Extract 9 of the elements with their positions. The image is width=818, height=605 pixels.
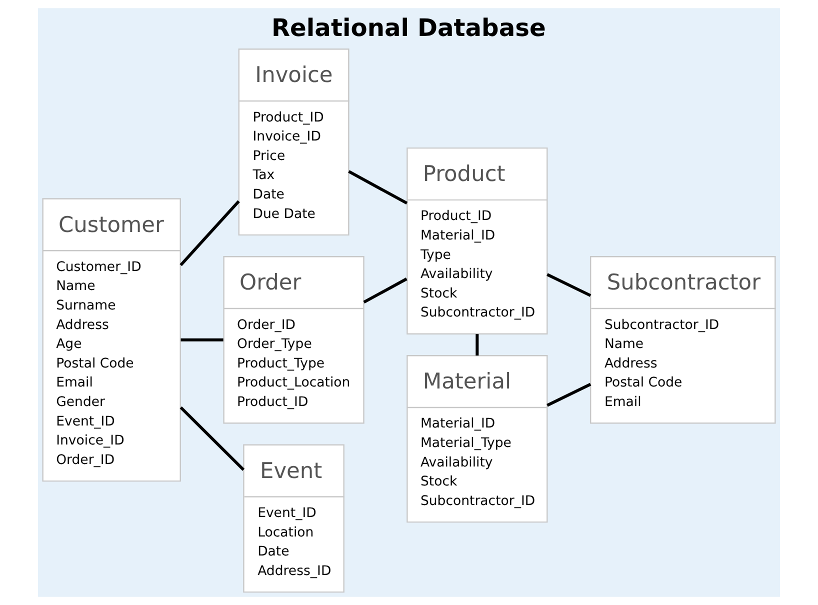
connector (546, 273, 592, 297)
connector (180, 200, 240, 266)
connector (180, 338, 224, 342)
diagram-title: Relational Database (271, 14, 546, 42)
connector (363, 278, 408, 304)
connector (476, 334, 479, 356)
connector (348, 170, 408, 205)
connector (180, 406, 245, 471)
connector (546, 382, 592, 407)
